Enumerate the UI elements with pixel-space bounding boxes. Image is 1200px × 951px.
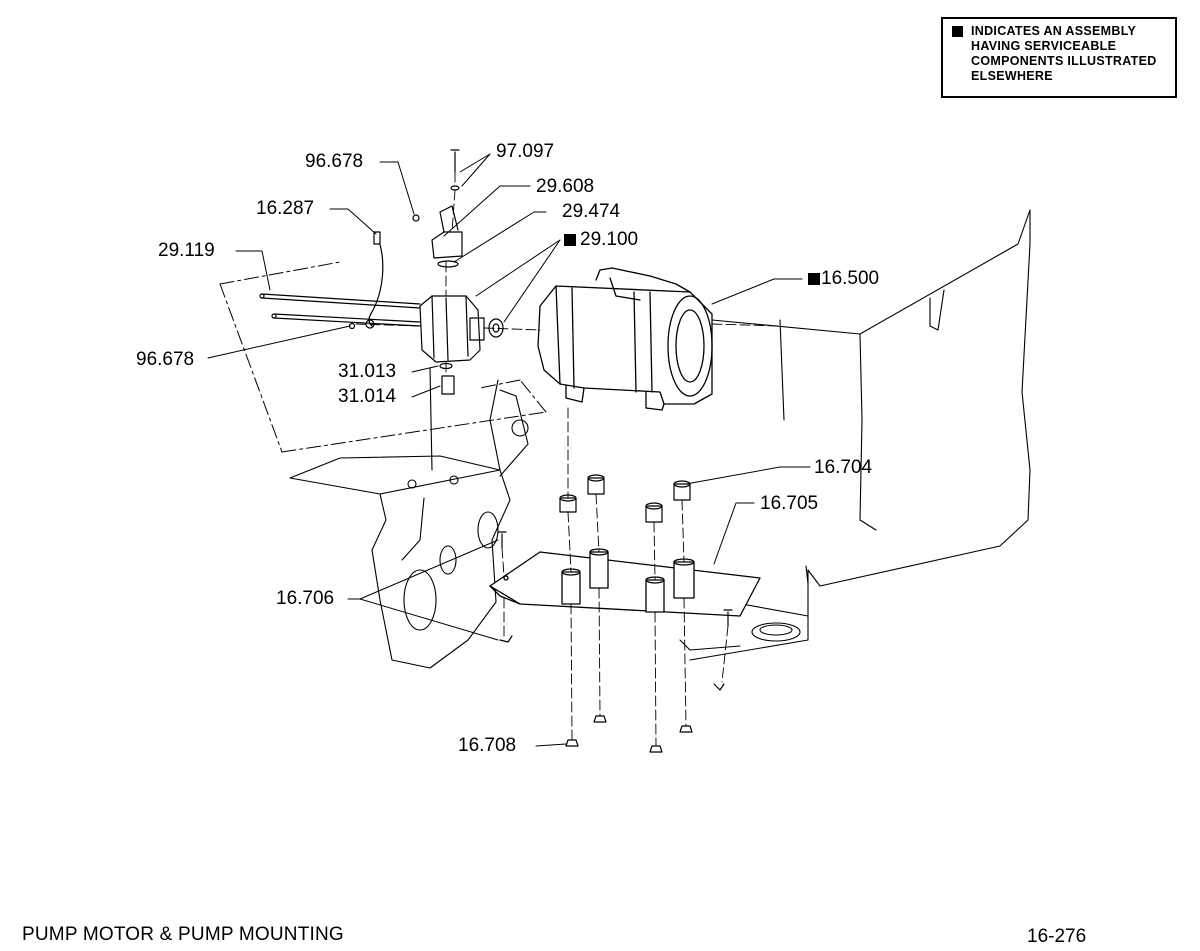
small-screws	[348, 214, 420, 330]
assembly-marker-icon	[564, 234, 576, 246]
callout-label: 29.474	[562, 201, 621, 222]
callout-label: 16.705	[760, 493, 819, 514]
callout-label: 31.014	[338, 386, 397, 407]
callout-16287: 16.287	[256, 199, 314, 219]
callout-label: 16.287	[256, 198, 315, 219]
callout-29608: 29.608	[536, 177, 594, 197]
callout-label: 29.608	[536, 176, 595, 197]
callout-29474: 29.474	[562, 202, 620, 222]
leader-lines	[207, 153, 811, 747]
callout-label: 29.119	[158, 240, 215, 261]
callout-label: 16.704	[814, 457, 873, 478]
callout-29119: 29.119	[158, 241, 215, 261]
wire-harness	[365, 231, 384, 329]
mount-nuts	[565, 715, 693, 753]
callout-16706: 16.706	[276, 589, 334, 609]
pump-motor	[537, 267, 713, 411]
callout-label: 97.097	[496, 141, 555, 162]
long-bolts	[259, 293, 421, 327]
callout-31014: 31.014	[338, 387, 396, 407]
assembly-marker-icon	[952, 26, 963, 37]
callout-label: 96.678	[136, 349, 195, 370]
page-title: PUMP MOTOR & PUMP MOUNTING	[22, 924, 344, 945]
callout-label: 16.708	[458, 735, 517, 756]
callout-16500: 16.500	[808, 269, 879, 289]
callout-label: 16.706	[276, 588, 335, 609]
callout-label: 16.500	[821, 268, 880, 289]
assembly-dash-frame	[219, 261, 547, 453]
bottom-fittings	[439, 362, 455, 395]
legend-line: COMPONENTS ILLUSTRATED	[971, 54, 1157, 68]
page-number: 16-276	[1027, 926, 1087, 947]
mount-bolts	[497, 531, 733, 691]
pump-body	[419, 295, 504, 363]
legend-line: HAVING SERVICEABLE	[971, 39, 1117, 53]
callout-16705: 16.705	[760, 494, 818, 514]
mounting-bracket	[289, 367, 529, 669]
top-screw	[450, 149, 460, 191]
callout-label: 96.678	[305, 151, 364, 172]
chassis-frame	[679, 209, 1031, 661]
callout-96678-top: 96.678	[305, 152, 363, 172]
callout-96678-bottom: 96.678	[136, 350, 194, 370]
isolator-mounts	[559, 474, 691, 523]
callout-label: 31.013	[338, 361, 397, 382]
legend-box: INDICATES AN ASSEMBLY HAVING SERVICEABLE…	[941, 17, 1177, 98]
base-plate	[489, 548, 761, 617]
callout-label: 29.100	[580, 229, 639, 250]
legend-line: ELSEWHERE	[971, 69, 1053, 83]
callout-29100: 29.100	[564, 230, 638, 250]
alignment-lines	[355, 171, 781, 747]
callout-16704: 16.704	[814, 458, 872, 478]
pump-fitting	[431, 205, 463, 268]
legend-line: INDICATES AN ASSEMBLY	[971, 24, 1137, 38]
callout-97097: 97.097	[496, 142, 554, 162]
callout-31013: 31.013	[338, 362, 396, 382]
callout-16708: 16.708	[458, 736, 516, 756]
assembly-marker-icon	[808, 273, 820, 285]
